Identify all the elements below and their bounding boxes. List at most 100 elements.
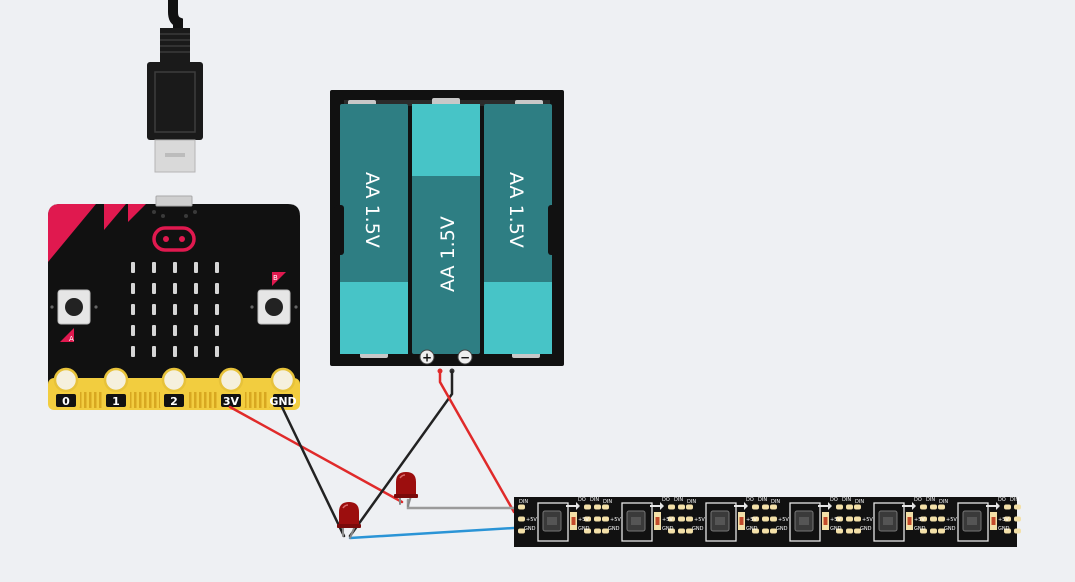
matrix-led (215, 346, 219, 357)
microbit-accent (128, 204, 146, 222)
wire-data-gray[interactable] (406, 498, 516, 510)
matrix-led (194, 262, 198, 273)
battery-negative-terminal[interactable]: − (457, 349, 473, 365)
edge-strip (189, 392, 192, 408)
led-matrix (131, 262, 219, 357)
usb-plug-housing (147, 62, 203, 140)
strip-label: GND (608, 526, 620, 532)
edge-strip (144, 392, 147, 408)
strip-label: +5V (578, 517, 589, 523)
strip-label: DO (914, 497, 922, 503)
strip-label: +5V (998, 517, 1009, 523)
microbit-board[interactable]: A B 0 1 2 3V GND (48, 195, 300, 410)
battery-label: AA 1.5V (361, 172, 383, 248)
pin-0[interactable]: 0 (52, 367, 80, 410)
battery-2[interactable]: AA 1.5V (412, 104, 480, 354)
pin-label: 1 (112, 395, 120, 408)
pin-gnd[interactable]: GND (269, 367, 297, 410)
battery-cap (412, 104, 480, 176)
edge-strip (204, 392, 207, 408)
strip-label: +5V (778, 517, 789, 523)
strip-label: DIN (687, 499, 696, 505)
wire-gnd-black[interactable] (280, 405, 346, 538)
strip-label: GND (998, 526, 1010, 532)
strip-label: +5V (694, 517, 705, 523)
battery-3[interactable]: AA 1.5V (484, 104, 552, 354)
battery-holder[interactable]: AA 1.5V AA 1.5V AA 1.5V + − (330, 90, 564, 374)
matrix-led (173, 304, 177, 315)
edge-strip (94, 392, 97, 408)
matrix-led (131, 304, 135, 315)
edge-strip (264, 392, 267, 408)
negative-sign: − (460, 351, 470, 365)
strip-label: GND (830, 526, 842, 532)
edge-strip (254, 392, 257, 408)
strip-label: +5V (914, 517, 925, 523)
usb-plug-outline (154, 71, 196, 133)
matrix-led (215, 304, 219, 315)
button-b[interactable]: B (250, 272, 298, 325)
edge-strip (209, 392, 212, 408)
strip-label: DIN (674, 497, 683, 503)
matrix-led (194, 346, 198, 357)
wire-gnd-blue[interactable] (348, 526, 516, 540)
usb-cable[interactable] (147, 0, 203, 173)
edge-strip (84, 392, 87, 408)
led-strip[interactable]: DIN +5V GND DO DIN +5V GND DIN +5V GND DO DIN +5V GND… (514, 497, 1021, 547)
led-2[interactable] (394, 472, 418, 498)
microbit-logo-dot (179, 236, 185, 242)
matrix-led (215, 262, 219, 273)
edge-strip (139, 392, 142, 408)
edge-strip (259, 392, 262, 408)
pin-3v[interactable]: 3V (217, 367, 245, 410)
strip-label: +5V (610, 517, 621, 523)
edge-strip (134, 392, 137, 408)
pin-2[interactable]: 2 (160, 367, 188, 410)
pin-1[interactable]: 1 (102, 367, 130, 410)
matrix-led (131, 283, 135, 294)
pin-label: 0 (62, 395, 70, 408)
wire-battery-red[interactable] (438, 370, 516, 514)
edge-strip (89, 392, 92, 408)
battery-positive-terminal[interactable]: + (419, 349, 435, 365)
strip-label: DIN (519, 499, 528, 505)
strip-label: DO (830, 497, 838, 503)
microbit-holes (152, 210, 197, 218)
edge-strip (99, 392, 102, 408)
button-b-label: B (273, 274, 278, 282)
led-1[interactable] (337, 502, 361, 528)
strip-label: DIN (1010, 497, 1019, 503)
microbit-logo-dot (163, 236, 169, 242)
battery-cap (484, 282, 552, 354)
strip-label: GND (692, 526, 704, 532)
positive-sign: + (422, 351, 432, 365)
strip-label: +5V (830, 517, 841, 523)
matrix-led (152, 325, 156, 336)
edge-strip (249, 392, 252, 408)
battery-1[interactable]: AA 1.5V (340, 104, 408, 354)
button-a-label: A (69, 335, 74, 343)
strip-label: +5V (662, 517, 673, 523)
strip-label: DIN (926, 497, 935, 503)
strip-label: GND (578, 526, 590, 532)
matrix-led (152, 346, 156, 357)
matrix-led (194, 283, 198, 294)
wires (228, 370, 516, 540)
edge-connector: 0 1 2 3V GND (48, 367, 300, 410)
usb-grip-lines (160, 33, 190, 53)
strip-label: DIN (842, 497, 851, 503)
edge-strip (194, 392, 197, 408)
button-a[interactable]: A (50, 289, 98, 343)
matrix-led (131, 346, 135, 357)
matrix-led (215, 325, 219, 336)
pin-label: 3V (223, 395, 240, 408)
wire-3v-red[interactable] (228, 405, 404, 504)
wire-battery-black[interactable] (348, 370, 454, 538)
microbit-accent (104, 204, 126, 230)
